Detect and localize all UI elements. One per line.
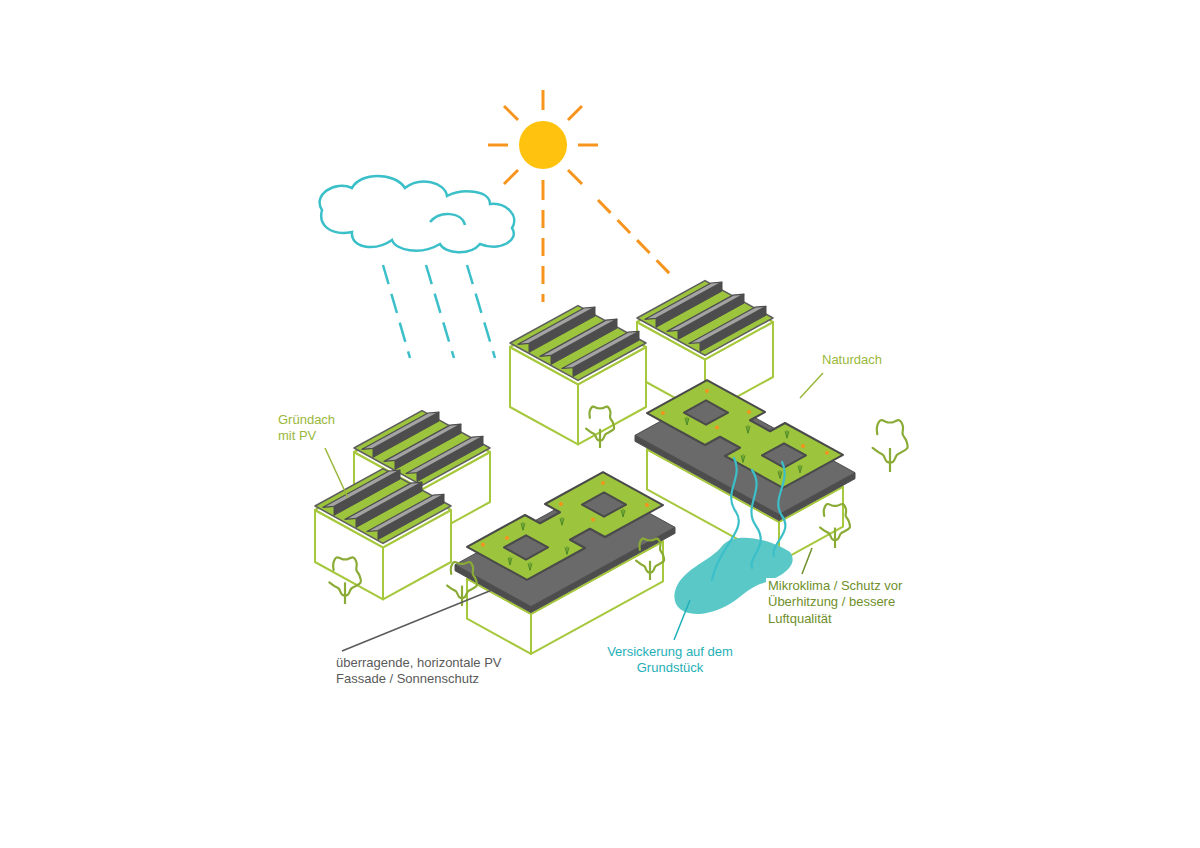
pv-facade-label: überragende, horizontale PV Fassade / So… [334, 655, 506, 688]
pv-panel [367, 494, 444, 531]
pv-panel-frame [573, 331, 639, 376]
sun-ray [488, 144, 508, 147]
nature-roof-label: Naturdach [820, 352, 884, 368]
grass-tuft [560, 517, 564, 525]
pv-panel-frame [378, 494, 444, 539]
pv-panel [689, 306, 766, 343]
sun-beam [598, 200, 672, 276]
pv-panel [406, 436, 483, 473]
sun-ray [542, 90, 545, 110]
pv-green-roof-building [510, 306, 646, 445]
wildflower-dot [801, 444, 805, 448]
grass-tuft [565, 546, 569, 554]
sky-group [320, 90, 672, 358]
tree [586, 407, 614, 448]
nature-roof [647, 380, 843, 488]
nature-roof [467, 472, 663, 580]
tree [820, 504, 850, 548]
wildflower-dot [715, 425, 719, 429]
wildflower-dot [825, 451, 829, 455]
rain-streak [467, 265, 495, 358]
grass-tuft [741, 454, 745, 462]
tree-trunk [649, 561, 651, 580]
pv-panel-frame [417, 436, 483, 481]
wildflower-dot [601, 481, 605, 485]
grass-tuft [528, 562, 532, 570]
grass-tuft [621, 509, 625, 517]
wildflower-dot [747, 410, 751, 414]
grass-tuft [521, 522, 525, 530]
wildflower-dot [591, 517, 595, 521]
sun-ray [568, 106, 582, 120]
sun-ray [542, 180, 545, 200]
wildflower-dot [661, 411, 665, 415]
leader-line [674, 600, 690, 640]
tree-trunk [344, 582, 346, 604]
grass-tuft [508, 557, 512, 565]
sun-rays [488, 90, 672, 302]
sun-ray [504, 106, 518, 120]
leader-line [342, 590, 492, 651]
sun-beam [542, 210, 545, 302]
tree [329, 557, 361, 604]
runoff-stream [751, 470, 760, 568]
grass-tuft [746, 425, 750, 433]
tree-trunk [599, 429, 601, 448]
nature-roof-building [455, 472, 675, 654]
wildflower-dot [505, 536, 509, 540]
tree-trunk [889, 448, 891, 472]
green-roof [315, 469, 451, 544]
pv-panel-frame [700, 306, 766, 351]
pv-green-roof-building [315, 469, 451, 600]
tree [636, 539, 664, 580]
sun-ray [578, 144, 598, 147]
leader-line [325, 448, 348, 498]
infiltration-label: Versickerung auf dem Grundstück [598, 644, 742, 677]
microclimate-label: Mikroklima / Schutz vor Überhitzung / be… [766, 578, 930, 627]
sun [519, 121, 567, 169]
wildflower-dot [645, 503, 649, 507]
grass-tuft [785, 430, 789, 438]
wildflower-dot [481, 543, 485, 547]
green-roof [510, 306, 646, 381]
runoff-stream [774, 462, 786, 556]
cloud-detail [430, 214, 465, 225]
grass-tuft [778, 470, 782, 478]
cloud [320, 176, 515, 252]
runoff-stream [712, 458, 739, 580]
leader-line [800, 373, 823, 398]
tree-trunk [834, 528, 836, 548]
sun-ray [504, 170, 518, 184]
wildflower-dot [705, 389, 709, 393]
rain-streak [426, 265, 454, 358]
grass-tuft [685, 417, 689, 425]
tree [873, 420, 908, 472]
green-roof [637, 281, 773, 356]
rain-streak [383, 265, 410, 358]
wildflower-dot [559, 502, 563, 506]
sun-ray [568, 170, 582, 184]
rain [383, 265, 495, 358]
tree [447, 562, 477, 606]
grass-tuft [798, 465, 802, 473]
pv-panel [562, 331, 639, 368]
green-roof-label: Gründach mit PV [276, 412, 352, 445]
leader-line [802, 548, 812, 574]
leader-lines [325, 373, 823, 651]
